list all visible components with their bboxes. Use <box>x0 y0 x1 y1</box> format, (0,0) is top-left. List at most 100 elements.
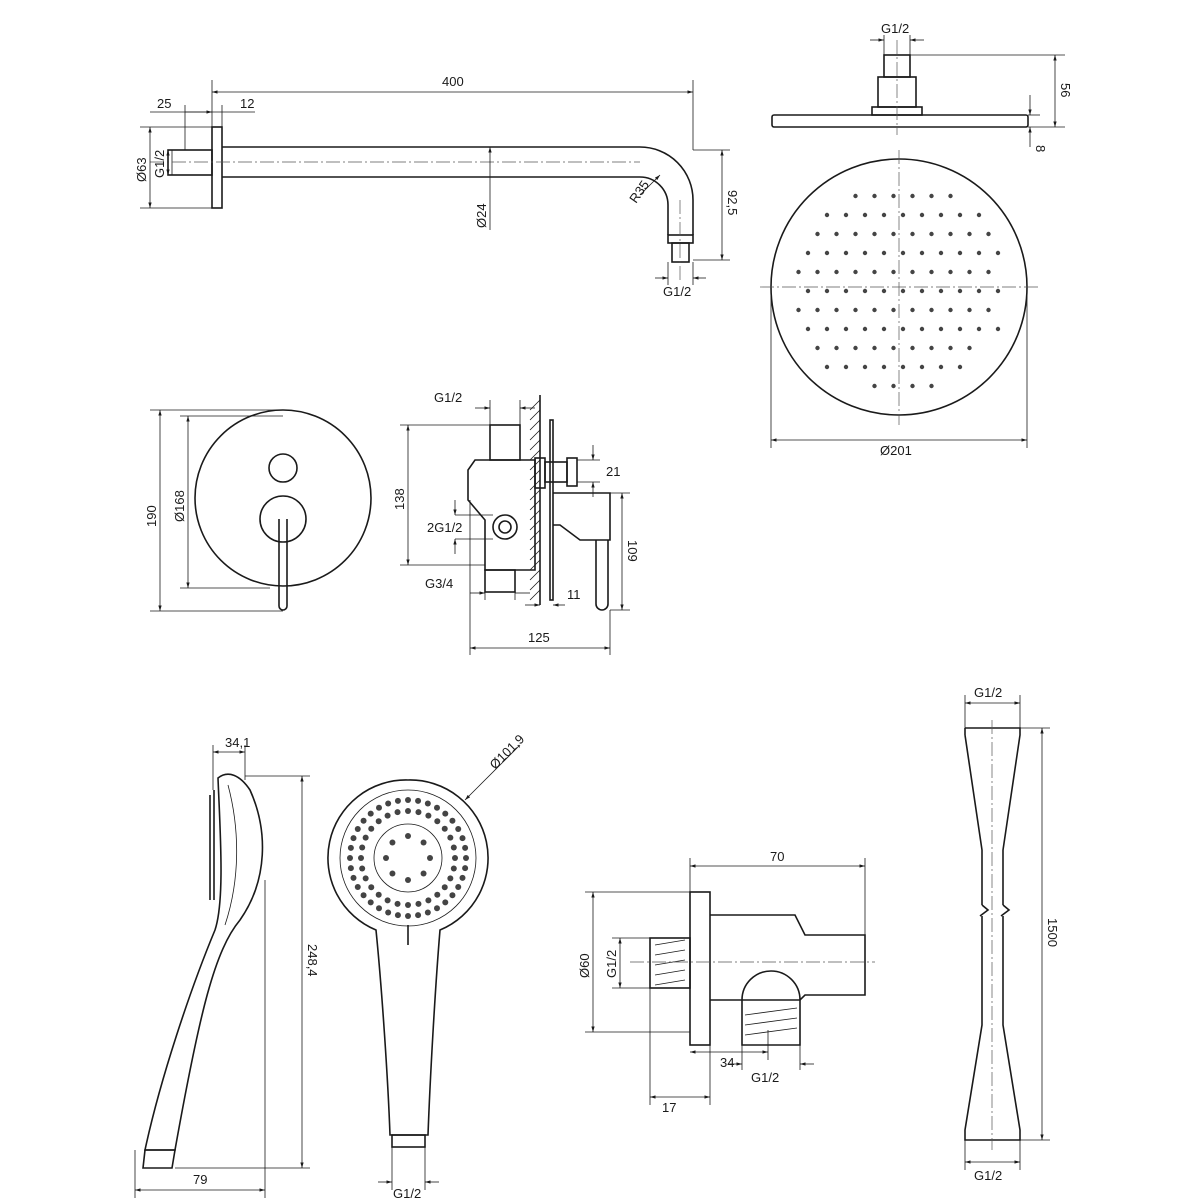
nozzle-hole <box>805 288 811 294</box>
nozzle-hole <box>967 269 972 275</box>
hand-shower-thickness-label: 34,1 <box>225 735 250 750</box>
hand-shower-thread-label: G1/2 <box>393 1186 421 1200</box>
overall-depth-label: 125 <box>528 630 550 645</box>
nozzle-hole <box>389 870 396 877</box>
nozzle-hole <box>948 231 953 237</box>
nozzle-hole <box>862 250 868 256</box>
nozzle-hole <box>853 307 858 313</box>
nozzle-hole <box>881 288 887 294</box>
nozzle-hole <box>424 800 431 807</box>
nozzle-hole <box>405 808 411 814</box>
nozzle-hole <box>986 269 991 275</box>
nozzle-hole <box>362 875 369 882</box>
nozzle-hole <box>796 307 801 313</box>
nozzle-hole <box>862 288 868 294</box>
valve-height-label: 138 <box>392 488 407 510</box>
nozzle-hole <box>910 345 915 351</box>
nozzle-hole <box>853 345 858 351</box>
wall-outlet-drawing: 70 Ø60 G1/2 34 G1/2 17 <box>577 849 875 1115</box>
nozzle-hole <box>455 884 462 890</box>
nozzle-hole <box>447 875 454 882</box>
nozzle-hole <box>900 212 906 218</box>
nozzle-hole <box>815 307 820 313</box>
nozzle-hole <box>910 193 915 199</box>
nozzle-hole <box>824 288 830 294</box>
inlet-thread-label: G1/2 <box>152 150 167 178</box>
nozzle-hole <box>976 326 982 332</box>
nozzle-hole <box>881 250 887 256</box>
nozzle-hole <box>957 288 963 294</box>
nozzle-hole <box>375 891 382 898</box>
nozzle-hole <box>384 812 391 819</box>
nozzle-hole <box>938 364 944 370</box>
nozzle-hole <box>376 804 382 811</box>
nozzle-hole <box>347 844 354 851</box>
nozzle-hole <box>434 818 441 825</box>
nozzle-hole <box>900 364 906 370</box>
nozzle-hole <box>796 269 801 275</box>
nozzle-hole <box>967 231 972 237</box>
nozzle-hole <box>449 892 456 899</box>
nozzle-hole <box>442 899 449 906</box>
rain-head-height-label: 56 <box>1058 83 1073 97</box>
nozzle-hole <box>853 231 858 237</box>
nozzle-hole <box>900 250 906 256</box>
nozzle-hole <box>872 345 877 351</box>
nozzle-hole <box>938 250 944 256</box>
nozzle-hole <box>967 307 972 313</box>
nozzle-hole <box>891 383 896 389</box>
nozzle-hole <box>853 193 858 199</box>
nozzle-hole <box>354 826 361 832</box>
valve-body-drawing: G1/2 138 21 2G1/2 109 G3/4 11 125 <box>392 390 640 655</box>
nozzle-hole <box>910 307 915 313</box>
nozzle-hole <box>815 231 820 237</box>
nozzle-hole <box>986 231 991 237</box>
nozzle-hole <box>405 877 411 883</box>
nozzle-hole <box>872 269 877 275</box>
lever-offset-label: 11 <box>567 587 581 602</box>
plate-height-label: 190 <box>144 505 159 527</box>
nozzle-hole <box>376 905 382 912</box>
nozzle-hole <box>824 326 830 332</box>
nozzle-hole <box>900 288 906 294</box>
outlet-offset-label: 34 <box>720 1055 734 1070</box>
nozzle-hole <box>976 212 982 218</box>
nozzle-hole <box>948 269 953 275</box>
nozzle-hole <box>929 193 934 199</box>
nozzle-hole <box>420 839 427 846</box>
hose-bottom-thread-label: G1/2 <box>974 1168 1002 1183</box>
nozzle-pattern <box>796 193 1001 389</box>
nozzle-hole <box>405 797 411 803</box>
nozzle-hole <box>929 383 934 389</box>
nozzle-hole <box>843 364 849 370</box>
rain-head-thread-label: G1/2 <box>881 21 909 36</box>
nozzle-hole <box>350 874 357 881</box>
outlet-flange-thickness-label: 17 <box>662 1100 676 1115</box>
hand-shower-depth-label: 79 <box>193 1172 207 1187</box>
nozzle-hole <box>405 913 411 919</box>
nozzle-hole <box>367 899 374 906</box>
nozzle-hole <box>824 212 830 218</box>
nozzle-hole <box>891 345 896 351</box>
nozzle-hole <box>441 825 448 832</box>
nozzle-hole <box>424 909 431 916</box>
nozzle-hole <box>872 231 877 237</box>
nozzle-hole <box>383 855 389 861</box>
nozzle-hole <box>415 912 422 919</box>
nozzle-hole <box>420 870 427 877</box>
nozzle-hole <box>359 844 366 851</box>
nozzle-hole <box>347 865 354 872</box>
nozzle-hole <box>805 250 811 256</box>
nozzle-hole <box>434 891 441 898</box>
nozzle-hole <box>881 326 887 332</box>
nozzle-hole <box>843 212 849 218</box>
nozzle-hole <box>824 250 830 256</box>
outlet-thread-label: G1/2 <box>751 1070 779 1085</box>
outlets-thread-label: 2G1/2 <box>427 520 462 535</box>
nozzle-hole <box>929 345 934 351</box>
nozzle-hole <box>447 834 454 841</box>
nozzle-hole <box>910 383 915 389</box>
nozzle-hole <box>394 797 401 804</box>
hose-top-thread-label: G1/2 <box>974 685 1002 700</box>
